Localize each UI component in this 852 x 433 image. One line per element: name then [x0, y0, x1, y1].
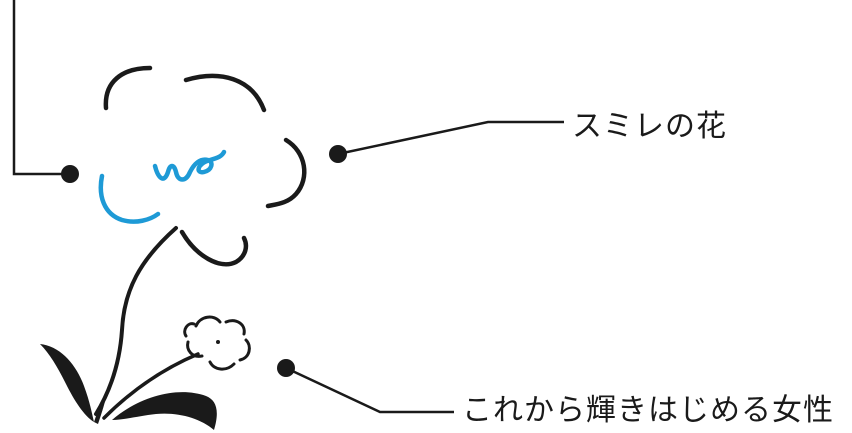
woman-connector-line [285, 366, 454, 414]
woman-beginning-to-shine-label: これから輝きはじめる女性 [462, 393, 834, 428]
small-flower-center [216, 340, 220, 344]
left-connector-line [12, 0, 68, 176]
petal-top-right [183, 73, 267, 113]
leaves [40, 344, 217, 430]
leaf-right [112, 392, 217, 430]
leaf-thin [94, 388, 108, 424]
large-flower [103, 65, 307, 267]
left-connector-dot [61, 165, 79, 183]
petal-bottom [179, 229, 249, 267]
petal-right [265, 137, 307, 209]
main-stem [94, 226, 178, 416]
small-flower [183, 315, 251, 371]
blue-squiggle-mark [152, 149, 227, 182]
leaf-left [40, 344, 94, 422]
blue-bracket-mark [98, 173, 161, 224]
blue-flower-marks [98, 149, 227, 224]
violet-connector-line [337, 120, 564, 156]
small-flower-stem [102, 352, 200, 420]
petal-top-left [103, 65, 153, 111]
violet-flower-label: スミレの花 [572, 109, 727, 144]
